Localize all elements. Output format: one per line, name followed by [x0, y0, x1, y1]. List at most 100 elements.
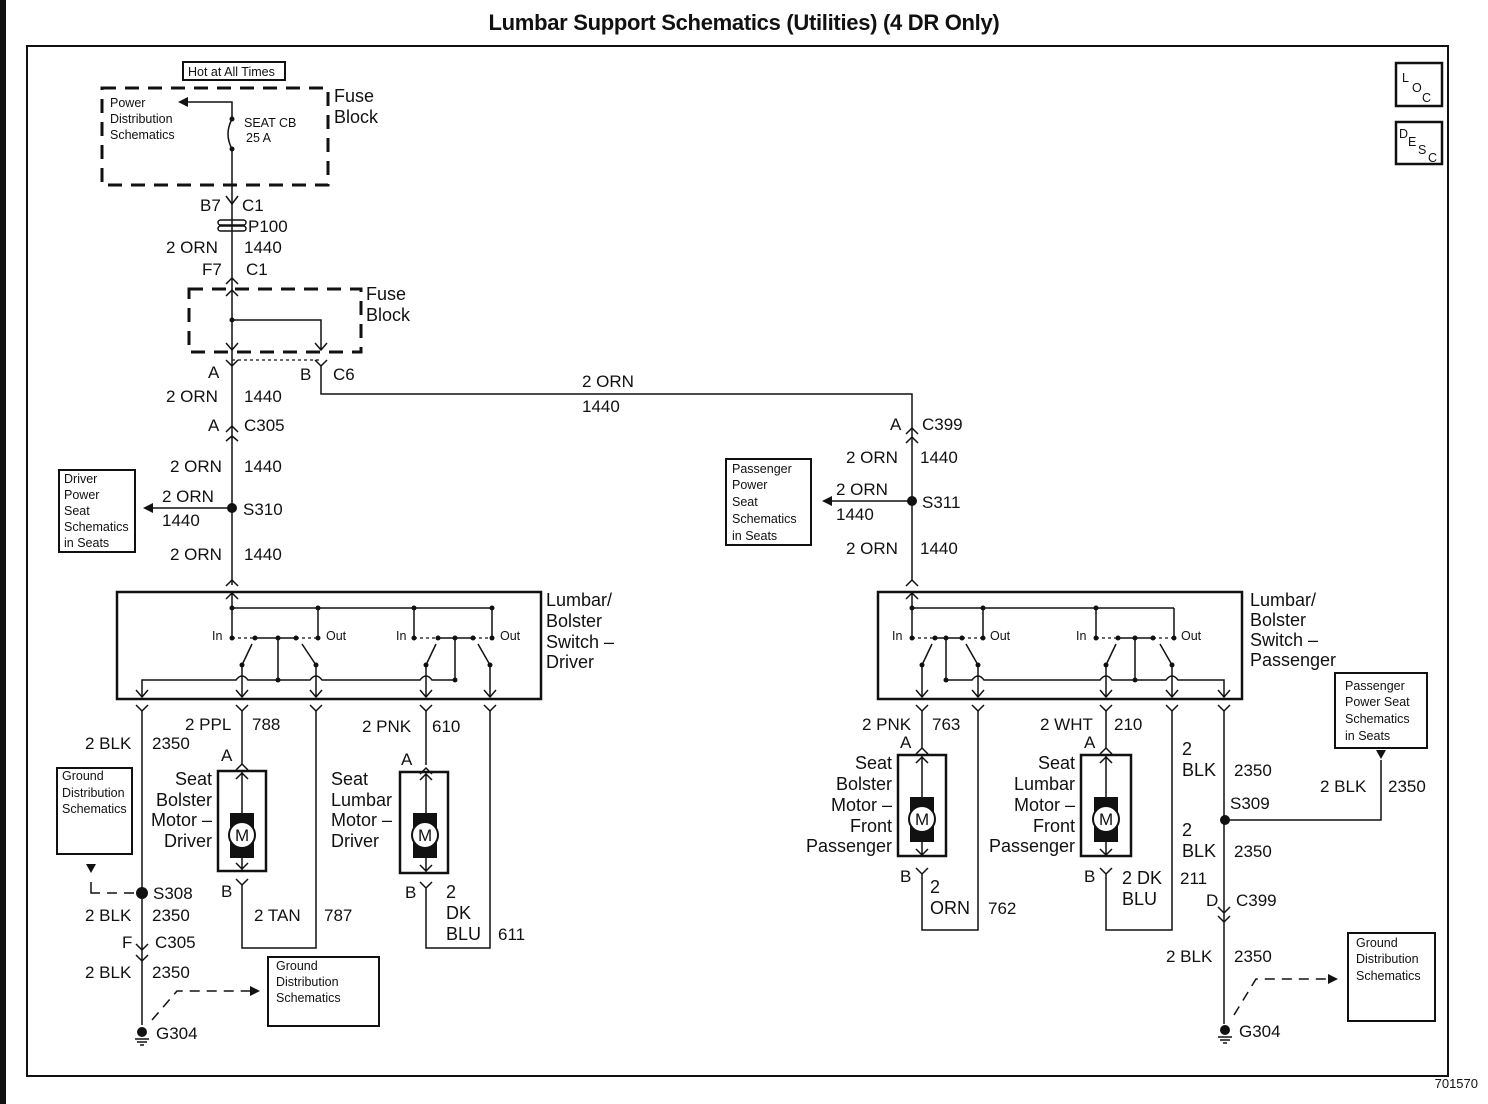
pin-label: A — [221, 746, 233, 765]
ground-dist-ref-box[interactable] — [56, 767, 133, 855]
pin-label: B — [300, 365, 311, 384]
circuit-number: 1440 — [244, 238, 282, 257]
power-dist-label: Distribution — [110, 112, 173, 126]
splice-label: S311 — [922, 493, 960, 512]
splice-s308 — [136, 887, 148, 899]
motor-label: Motor – — [1014, 795, 1075, 815]
motor-label: Seat — [855, 753, 892, 773]
fuse-block-label: Block — [334, 107, 379, 127]
pin-label: A — [890, 415, 902, 434]
desc-letter: D — [1399, 127, 1408, 141]
circuit-number: 2350 — [152, 734, 190, 753]
wire-color: 2 ORN — [846, 448, 898, 467]
arrow-icon — [178, 97, 188, 107]
motor-m: M — [235, 826, 249, 845]
ground-dist-ref-box[interactable] — [1347, 932, 1436, 1022]
passenger-power-seat-ref-box[interactable] — [725, 458, 812, 546]
wire-color: 2 ORN — [836, 480, 888, 499]
wire-787 — [241, 711, 317, 949]
pin-label: B — [1084, 867, 1095, 886]
switch-label: Driver — [546, 652, 594, 672]
wire-1440-cross — [320, 366, 913, 580]
motor-label: Passenger — [989, 836, 1075, 856]
motor-icon — [228, 821, 256, 849]
passenger-power-seat-ref-box-2[interactable] — [1334, 672, 1428, 749]
motor-m: M — [1099, 810, 1113, 829]
ref-label: Schematics — [64, 520, 129, 534]
ref-label: Driver — [64, 472, 97, 486]
connector-label: C399 — [922, 415, 963, 434]
driver-power-seat-ref-box[interactable] — [58, 469, 136, 553]
circuit-number: 2350 — [1234, 842, 1272, 861]
desc-letter: S — [1418, 143, 1426, 157]
wire-color: 2 BLK — [1166, 947, 1213, 966]
ref-label: Ground — [1356, 936, 1398, 950]
motor-label: Bolster — [836, 774, 892, 794]
wire-color: 2 DK — [1122, 868, 1162, 888]
pin-label: D — [1206, 891, 1218, 910]
circuit-number: 1440 — [244, 545, 282, 564]
driver-switch-box — [115, 590, 543, 701]
out-label: Out — [990, 629, 1011, 643]
motor-label: Passenger — [806, 836, 892, 856]
motor-label: Seat — [331, 769, 368, 789]
motor-icon — [1092, 805, 1120, 833]
circuit-number: 610 — [432, 717, 460, 736]
wire-611 — [419, 711, 491, 949]
switch-label: Switch – — [1250, 630, 1318, 650]
wire-color: BLK — [1182, 760, 1216, 780]
driver-lumbar-motor — [398, 770, 450, 875]
pin-label: F — [122, 933, 132, 952]
connector-label: C305 — [244, 416, 285, 435]
wire-color: 2 PNK — [862, 715, 912, 734]
circuit-number: 211 — [1180, 869, 1207, 888]
ref-label: Schematics — [1356, 969, 1421, 983]
switch-label: Lumbar/ — [1250, 590, 1316, 610]
wire-color: ORN — [930, 898, 970, 918]
pin-label: A — [1084, 733, 1096, 752]
loc-icon[interactable]: L O C — [1394, 61, 1444, 108]
ref-label: Power — [732, 478, 767, 492]
circuit-number: 1440 — [836, 505, 874, 524]
switch-label: Switch – — [546, 632, 614, 652]
circuit-number: 1440 — [244, 387, 282, 406]
motor-label: Driver — [164, 831, 212, 851]
in-label: In — [212, 629, 222, 643]
ref-label: Power — [64, 488, 99, 502]
seat-cb-rating: 25 A — [246, 131, 272, 145]
motor-label: Lumbar — [331, 790, 392, 810]
wire-color: 2 ORN — [166, 238, 218, 257]
wire-color: 2 ORN — [166, 387, 218, 406]
motor-label: Front — [1033, 816, 1075, 836]
circuit-number: 1440 — [162, 511, 200, 530]
ground-label: G304 — [1239, 1022, 1281, 1041]
ref-label: Ground — [276, 959, 318, 973]
motor-icon — [908, 805, 936, 833]
connector-label: C6 — [333, 365, 355, 384]
ref-label: in Seats — [732, 529, 777, 543]
splice-label: S308 — [153, 884, 193, 903]
desc-icon[interactable]: D E S C — [1394, 120, 1444, 166]
desc-letter: E — [1408, 135, 1416, 149]
in-label: In — [396, 629, 406, 643]
splice-pack-icon — [217, 219, 247, 226]
arrow-icon — [143, 503, 153, 513]
switch-label: Lumbar/ — [546, 590, 612, 610]
pin-label: A — [208, 363, 220, 382]
ref-label: Seat — [64, 504, 90, 518]
ground-dist-ref-box[interactable] — [267, 956, 380, 1027]
wire-color: 2 BLK — [85, 734, 132, 753]
ref-label: Passenger — [732, 462, 792, 476]
circuit-number: 1440 — [244, 457, 282, 476]
wire-color: BLK — [1182, 841, 1216, 861]
driver-switch-contacts — [135, 591, 497, 713]
fuse-block-label: Fuse — [366, 284, 406, 304]
wire-color: 2 BLK — [1320, 777, 1367, 796]
circuit-number: 787 — [324, 906, 352, 925]
loc-letter: O — [1412, 81, 1422, 95]
ground-icon — [1220, 1025, 1230, 1035]
ref-label: Power Seat — [1345, 695, 1410, 709]
motor-label: Seat — [1038, 753, 1075, 773]
connector-icon — [225, 195, 239, 206]
